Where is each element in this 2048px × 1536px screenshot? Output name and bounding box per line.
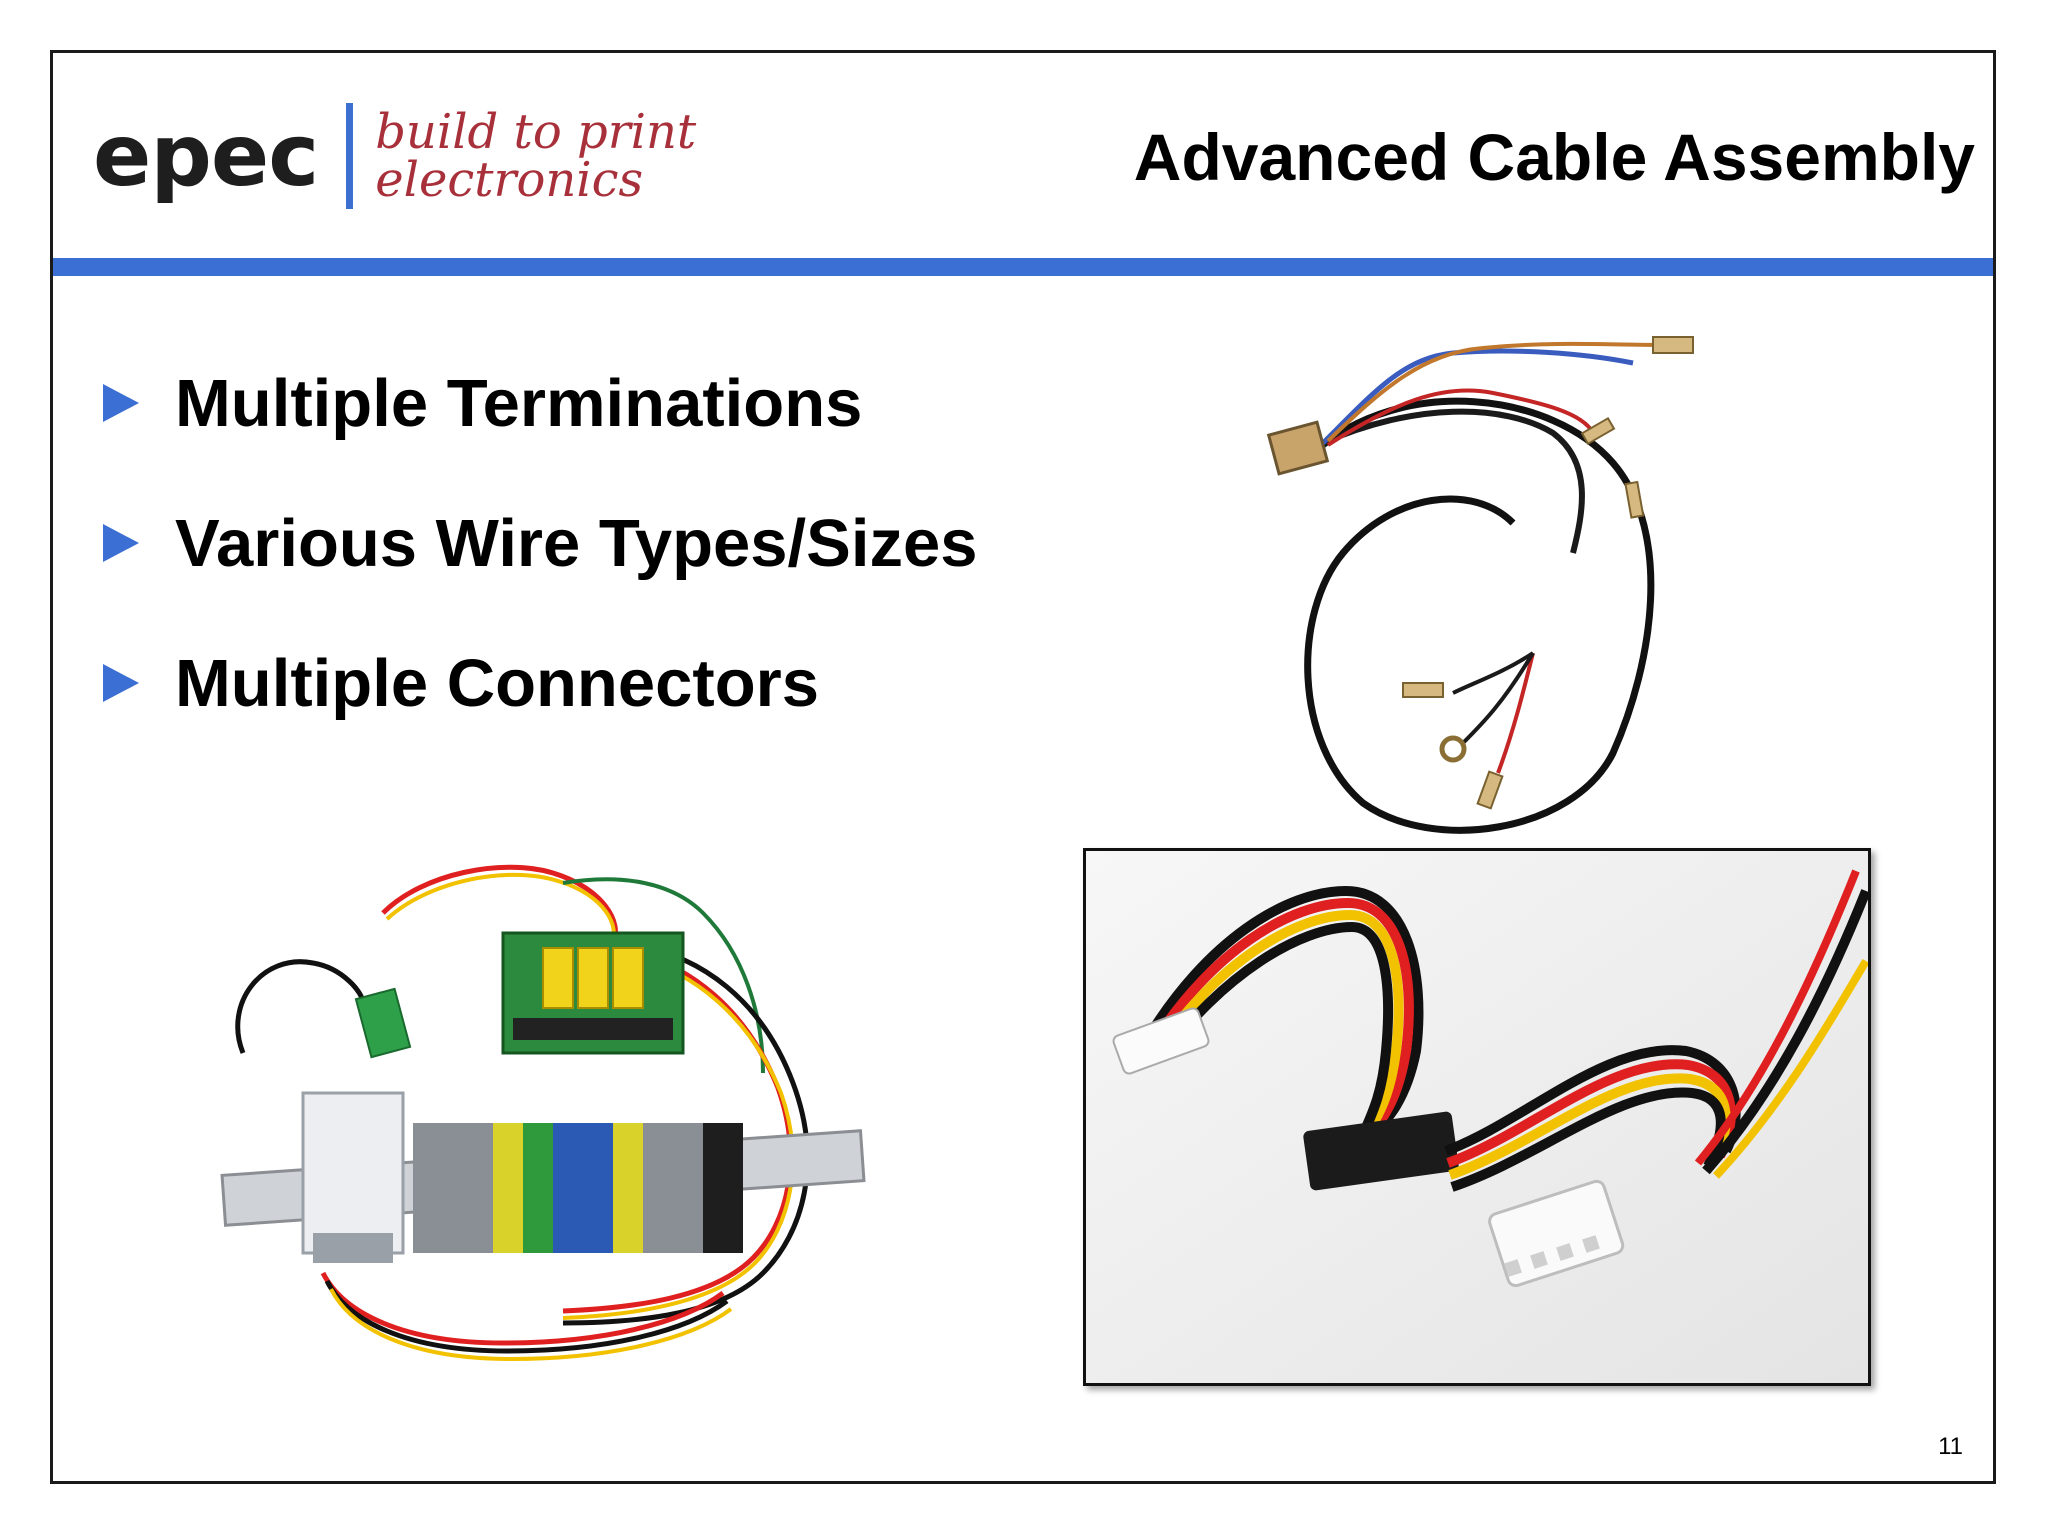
logo-wordmark: epec [93, 106, 319, 206]
logo-tagline-line1: build to print [375, 104, 697, 160]
bullet-text: Multiple Terminations [175, 365, 863, 441]
bullet-triangle-icon [103, 524, 139, 562]
wire-harness-photo [1253, 333, 1773, 863]
epec-logo: epec build to print electronics [93, 103, 696, 209]
bullet-text: Various Wire Types/Sizes [175, 505, 978, 581]
bullet-triangle-icon [103, 664, 139, 702]
logo-tagline: build to print electronics [375, 108, 696, 204]
slide-title: Advanced Cable Assembly [1133, 120, 1975, 194]
logo-tagline-line2: electronics [375, 152, 644, 208]
bullet-list: Multiple Terminations Various Wire Types… [103, 333, 978, 753]
header-divider-bar [53, 258, 1993, 276]
page-number: 11 [1938, 1433, 1963, 1460]
bullet-item: Multiple Terminations [103, 333, 978, 473]
bullet-item: Multiple Connectors [103, 613, 978, 753]
slide: epec build to print electronics Advanced… [50, 50, 1996, 1484]
bullet-triangle-icon [103, 384, 139, 422]
bullet-item: Various Wire Types/Sizes [103, 473, 978, 613]
bullet-text: Multiple Connectors [175, 645, 819, 721]
sata-power-cable-photo [1083, 848, 1871, 1386]
din-rail-panel-assembly-photo [203, 853, 923, 1413]
logo-divider [346, 103, 354, 209]
